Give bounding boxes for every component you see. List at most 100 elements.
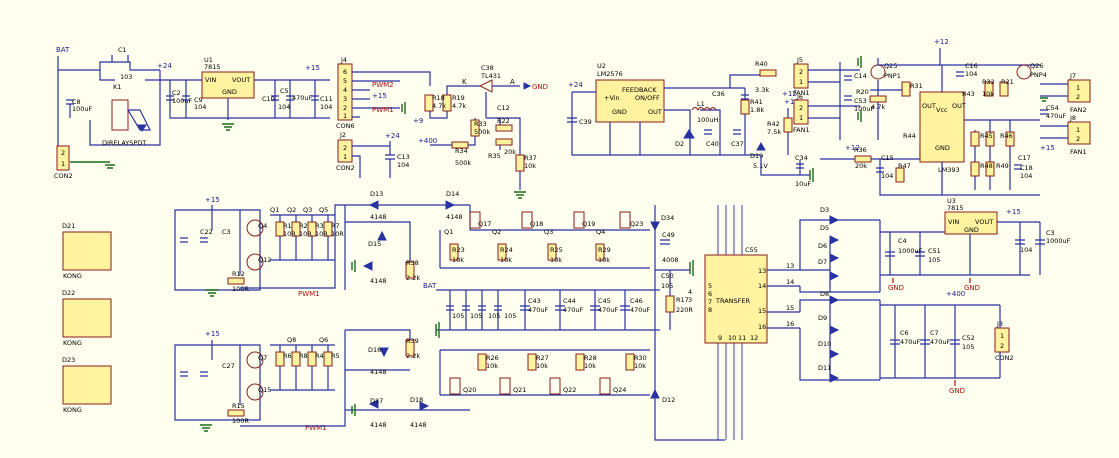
svg-text:1: 1	[61, 160, 65, 168]
r45-label: R45	[980, 132, 993, 140]
q12-label: Q12	[258, 256, 271, 264]
input-relay-section: BAT C1 103 C8 100uF K1 DIRELAYSPDT 21 CO…	[54, 46, 161, 180]
svg-text:2: 2	[1000, 342, 1004, 350]
r37-value: 10k	[524, 162, 536, 170]
u2-box	[595, 79, 665, 123]
fan1-label: FAN1	[793, 89, 810, 97]
r36-label: R36	[854, 146, 867, 154]
r10r-d: 10R	[331, 230, 344, 238]
net-bat-label: BAT	[56, 46, 70, 54]
j8-label: J8	[1069, 114, 1076, 122]
u3-type: 7815	[947, 204, 964, 212]
r31-label: R31	[910, 82, 923, 90]
kong-block-d23	[62, 365, 112, 405]
svg-text:14: 14	[758, 282, 766, 290]
d12-label: D12	[662, 396, 675, 404]
c53-value: 100uF	[854, 105, 875, 113]
d16-label: D16	[368, 346, 381, 354]
r34-label: R34	[455, 147, 468, 155]
svg-text:15: 15	[758, 307, 766, 315]
c11-value: 104	[320, 103, 332, 111]
svg-text:3: 3	[688, 296, 692, 304]
c8-label: C8	[72, 98, 81, 106]
r5-label: R5	[331, 352, 340, 360]
net-p15-j4: +15	[372, 92, 387, 100]
svg-text:8: 8	[708, 306, 712, 314]
relay-label: DIRELAYSPDT	[102, 139, 146, 147]
r44-label: R44	[903, 132, 916, 140]
c470-c: 470uF	[598, 306, 619, 314]
d5-label: D5	[820, 224, 829, 232]
gnd-u3-b: GND	[964, 284, 980, 292]
gate-diodes-section: D13 4148 D14 4148 D15 4148 R38 2.2k D16 …	[344, 190, 470, 429]
net-pwm1-drv: PWM1	[298, 290, 320, 298]
c22-label: C22	[200, 228, 213, 236]
r10k-c: 10k	[550, 256, 562, 264]
l1-label: L1	[697, 100, 705, 108]
con2b-label: CON2	[336, 164, 355, 172]
r18-label: R18	[432, 94, 445, 102]
c54-label: C54	[1046, 104, 1059, 112]
kong-blocks: D21 KONG D22 KONG D23 KONG	[62, 222, 112, 414]
c18-label: C18	[1020, 164, 1033, 172]
d4148-c: 4148	[370, 277, 387, 285]
fan2-label: FAN2	[1070, 106, 1087, 114]
q6-label: Q6	[319, 336, 328, 344]
r43-label: R43	[962, 90, 975, 98]
r12-label: R12	[232, 270, 245, 278]
c39-label: C39	[579, 118, 592, 126]
q20-label: Q20	[463, 386, 476, 394]
gnd-u3-a: GND	[888, 284, 904, 292]
c36-label: C36	[712, 90, 725, 98]
u3-label: U3	[947, 197, 956, 205]
c4-label: C4	[898, 237, 907, 245]
svg-text:2: 2	[61, 149, 65, 157]
c14-label: C14	[854, 72, 867, 80]
d13-label: D13	[370, 190, 383, 198]
c44-label: C44	[563, 297, 576, 305]
d4148-b: 4148	[446, 213, 463, 221]
r10k-d: 10k	[598, 256, 610, 264]
kong-block-d21	[62, 231, 112, 271]
c53-label: C53	[854, 97, 867, 105]
d7-label: D7	[818, 258, 827, 266]
svg-text:1: 1	[343, 112, 347, 120]
net-p24-j2: +24	[385, 132, 400, 140]
r20-value: 4.7k	[871, 103, 885, 111]
d22-label: D22	[62, 289, 75, 297]
c18-value: 104	[1020, 172, 1032, 180]
u4-out1: OUT	[922, 102, 936, 110]
c13-value: 104	[397, 161, 409, 169]
c3-label: C3	[222, 228, 231, 236]
u2-out: OUT	[648, 108, 662, 116]
u4-vcc: Vcc	[936, 106, 948, 114]
c6-label: C6	[900, 329, 909, 337]
con2a-label: CON2	[54, 172, 73, 180]
r47-label: R47	[898, 162, 911, 170]
c12-label: C12	[497, 104, 510, 112]
u4-out2: OUT	[952, 102, 966, 110]
j2-label: J2	[339, 131, 346, 139]
d10-label: D10	[818, 340, 831, 348]
d3-label: D3	[820, 206, 829, 214]
r10r-c: 10R	[315, 230, 328, 238]
svg-text:16: 16	[758, 323, 766, 331]
driver-bottom-section: +15 C27 Q7 Q15 R15 100R Q8 Q6 R6 R8 R4 R…	[174, 330, 346, 432]
j2-section: +24 J2 21 CON2 C13 104	[336, 131, 410, 178]
d4148-a: 4148	[370, 213, 387, 221]
q7-label: Q7	[258, 354, 267, 362]
d4148-d: 4148	[370, 368, 387, 376]
svg-text:5: 5	[343, 77, 347, 85]
r40-value: 3.3k	[755, 86, 769, 94]
r10k-b: 10k	[500, 256, 512, 264]
q5-label: Q5	[319, 206, 328, 214]
c15-label: C15	[881, 154, 894, 162]
gnd-out: GND	[949, 387, 965, 395]
u3-vin: VIN	[948, 218, 959, 226]
c470-a: 470uF	[528, 306, 549, 314]
c50-label: C50	[661, 272, 674, 280]
svg-text:9: 9	[718, 334, 722, 342]
c3b-value: 1000uF	[1046, 237, 1071, 245]
